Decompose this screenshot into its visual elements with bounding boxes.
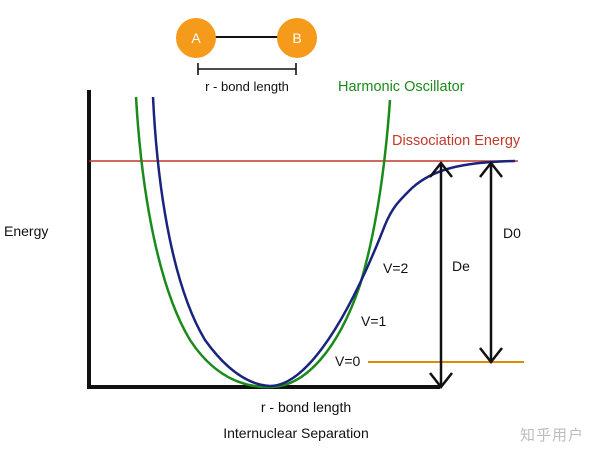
morse-potential-curve <box>151 96 516 388</box>
bond-length-label: r - bond length <box>205 79 289 94</box>
de-arrow <box>429 160 453 390</box>
de-label: De <box>452 258 470 274</box>
v0-label: V=0 <box>335 353 361 369</box>
atom-a-circle <box>176 18 216 58</box>
harmonic-oscillator-curve <box>134 96 392 389</box>
v1-label: V=1 <box>361 313 387 329</box>
molecule-illustration: A B r - bond length <box>176 18 317 94</box>
atom-b-circle <box>277 18 317 58</box>
d0-arrow <box>479 160 503 365</box>
x-axis-label-bottom: Internuclear Separation <box>223 425 369 441</box>
atom-b-label: B <box>292 30 301 46</box>
energy-axis-label: Energy <box>4 223 48 239</box>
v2-label: V=2 <box>383 260 409 276</box>
harmonic-oscillator-label: Harmonic Oscillator <box>338 79 465 95</box>
d0-label: D0 <box>503 225 521 241</box>
atom-a-label: A <box>191 30 201 46</box>
x-axis-label-top: r - bond length <box>261 399 351 415</box>
dissociation-energy-label: Dissociation Energy <box>392 133 521 149</box>
watermark: 知乎用户 <box>520 426 584 444</box>
